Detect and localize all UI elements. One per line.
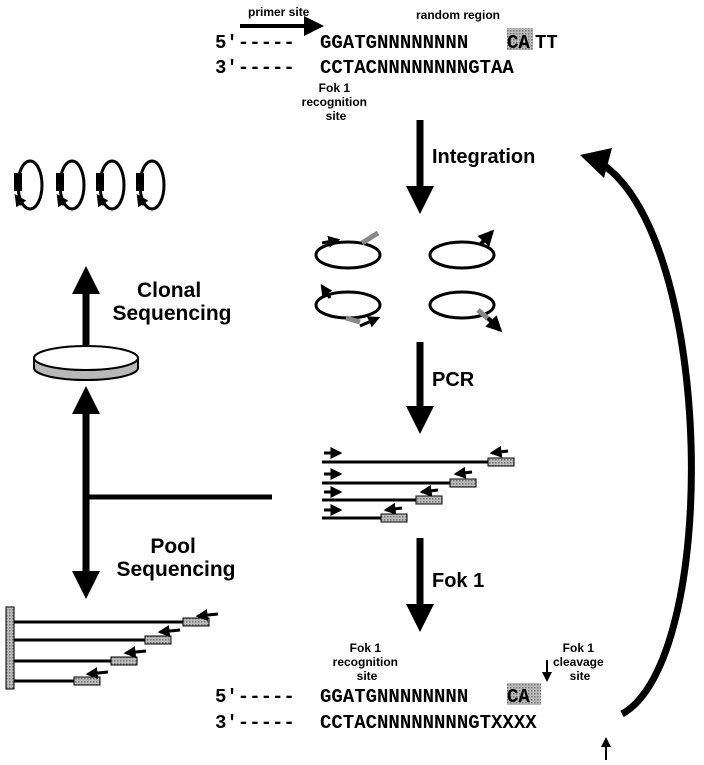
pool-sequencing-label: Pool Sequencing (116, 535, 235, 581)
petri-dish (33, 345, 139, 381)
bottom-strand-5: 5'----- GGATGNNNNNNNN CA (215, 686, 530, 708)
clonal-inserts (14, 173, 149, 208)
top-sequence-block: primer site random region 5'----- GGATGNN… (215, 5, 558, 123)
bottom-strand-3: 3'----- CCTACNNNNNNNNGTXXXX (215, 712, 537, 734)
plasmid-4 (428, 290, 496, 320)
pool-arrow-head (72, 571, 100, 599)
pcr-label: PCR (432, 369, 475, 391)
plasmid-inserts (320, 229, 503, 333)
bottom-strand5-highlight: CA (507, 686, 530, 708)
top-strand5-core: GGATGNNNNNNNN (320, 32, 468, 54)
bottom-strand5-core: GGATGNNNNNNNN (320, 686, 468, 708)
cleavage-arrow-top (542, 672, 552, 682)
bottom-strand5-prefix: 5'----- (215, 686, 295, 708)
top-strand5-prefix: 5'----- (215, 32, 295, 54)
pool-ladder (5, 606, 219, 690)
primer-arrow-head (304, 16, 324, 36)
top-strand-3: 3'----- CCTACNNNNNNNNGTAA (215, 57, 514, 79)
recycle-curve (600, 161, 695, 718)
plasmid-2 (428, 240, 496, 270)
top-ca-highlight (507, 28, 533, 50)
bottom-strand3-prefix: 3'----- (215, 712, 295, 734)
plasmid-1 (314, 240, 382, 270)
bottom-strand3-body: CCTACNNNNNNNNGTXXXX (320, 712, 537, 734)
integration-step: Integration (406, 120, 535, 214)
fok1-arrow-head (406, 604, 434, 632)
top-strand5-suffix: TT (535, 32, 558, 54)
top-strand5-highlight: CA (507, 32, 530, 54)
recycle-loop (580, 148, 695, 718)
top-strand3-body: CCTACNNNNNNNNGTAA (320, 57, 514, 79)
pcr-arrow-head (406, 406, 434, 434)
dish-arrow-head (72, 386, 100, 414)
cleavage-arrow-bottom (601, 737, 611, 747)
integration-label: Integration (432, 146, 535, 168)
fok1-step: Fok 1 (406, 538, 484, 632)
pool-support (5, 606, 15, 690)
bottom-cleavage-label: Fok 1 cleavage site (553, 641, 607, 683)
random-region-label: random region (416, 8, 500, 22)
primer-site-label: primer site (248, 5, 310, 19)
bottom-sequence-block: Fok 1 recognition site Fok 1 cleavage si… (215, 641, 611, 760)
plasmid-3 (314, 290, 382, 320)
pcr-step: PCR (406, 342, 475, 434)
recycle-arrow-head (580, 148, 612, 178)
integration-arrow-head (406, 186, 434, 214)
fok1-label: Fok 1 (432, 570, 484, 592)
top-strand3-prefix: 3'----- (215, 57, 295, 79)
bottom-ca-highlight (507, 683, 541, 705)
left-panel: Clonal Sequencing Pool Sequencing (5, 159, 272, 690)
clonal-sequencing-label: Clonal Sequencing (112, 279, 231, 325)
pcr-products (322, 445, 515, 523)
bottom-recognition-label: Fok 1 recognition site (333, 641, 402, 683)
clonal-arrow-head (72, 266, 100, 294)
integrated-plasmids (314, 240, 496, 320)
top-recognition-label: Fok 1 recognition site (302, 81, 371, 123)
